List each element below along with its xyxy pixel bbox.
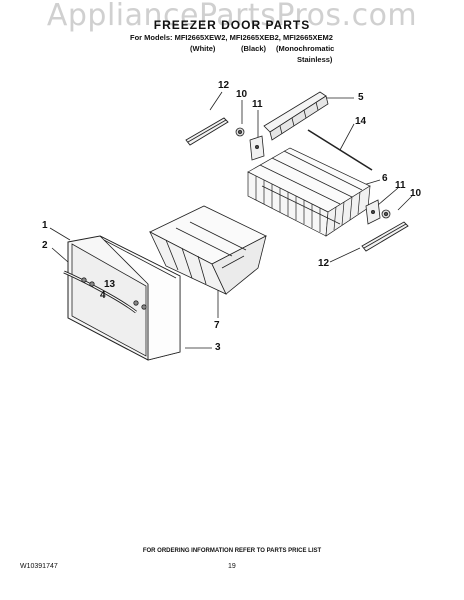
callout-14: 14 [355, 116, 367, 127]
slide-rail-top [185, 117, 229, 146]
callout-6: 6 [382, 173, 388, 184]
ordering-note: FOR ORDERING INFORMATION REFER TO PARTS … [142, 548, 322, 554]
divider-rod [307, 129, 373, 171]
handle-screws [81, 277, 147, 310]
variant-black: (Black) [241, 44, 267, 53]
leader-line-14 [339, 123, 355, 151]
slide-rail-bottom [361, 221, 409, 252]
variant-white: (White) [190, 44, 216, 53]
variant-stainless: Stainless) [297, 55, 333, 64]
page-number: 19 [228, 563, 236, 570]
callout-12-bottom: 12 [318, 258, 330, 269]
basket-rail-piece [263, 91, 329, 141]
callout-10-top: 10 [236, 89, 248, 100]
leader-line-12-top [209, 91, 223, 111]
callout-13: 13 [104, 279, 116, 290]
screw-top-left [235, 127, 245, 137]
callout-2: 2 [42, 240, 48, 251]
watermark: AppliancePartsPros.com [46, 0, 418, 33]
leader-line-10-right [397, 195, 413, 211]
leader-line-11-right [377, 187, 399, 206]
callout-5: 5 [358, 92, 364, 103]
door-handle [63, 270, 137, 314]
callout-11-top: 11 [252, 99, 263, 110]
screw-right [381, 209, 391, 219]
lower-freezer-bin [149, 205, 267, 295]
callout-7: 7 [214, 320, 220, 331]
leader-line-1 [49, 227, 71, 241]
callout-1: 1 [42, 220, 48, 231]
bracket-top-left [249, 135, 265, 161]
bracket-right [365, 199, 381, 225]
callout-11-right: 11 [395, 180, 406, 191]
freezer-drawer-door [67, 235, 181, 361]
callout-3: 3 [215, 342, 221, 353]
model-list: For Models: MFI2665XEW2, MFI2665XEB2, MF… [130, 33, 333, 42]
variant-monochromatic: (Monochromatic [276, 44, 335, 53]
callout-10-right: 10 [410, 188, 422, 199]
leader-line-12-bottom [329, 247, 361, 263]
document-number: W10391747 [20, 563, 58, 570]
callout-4: 4 [100, 290, 106, 301]
page-title: FREEZER DOOR PARTS [153, 18, 311, 32]
wire-basket [247, 147, 371, 237]
callout-12-top: 12 [218, 80, 230, 91]
leader-line-2 [51, 247, 69, 263]
